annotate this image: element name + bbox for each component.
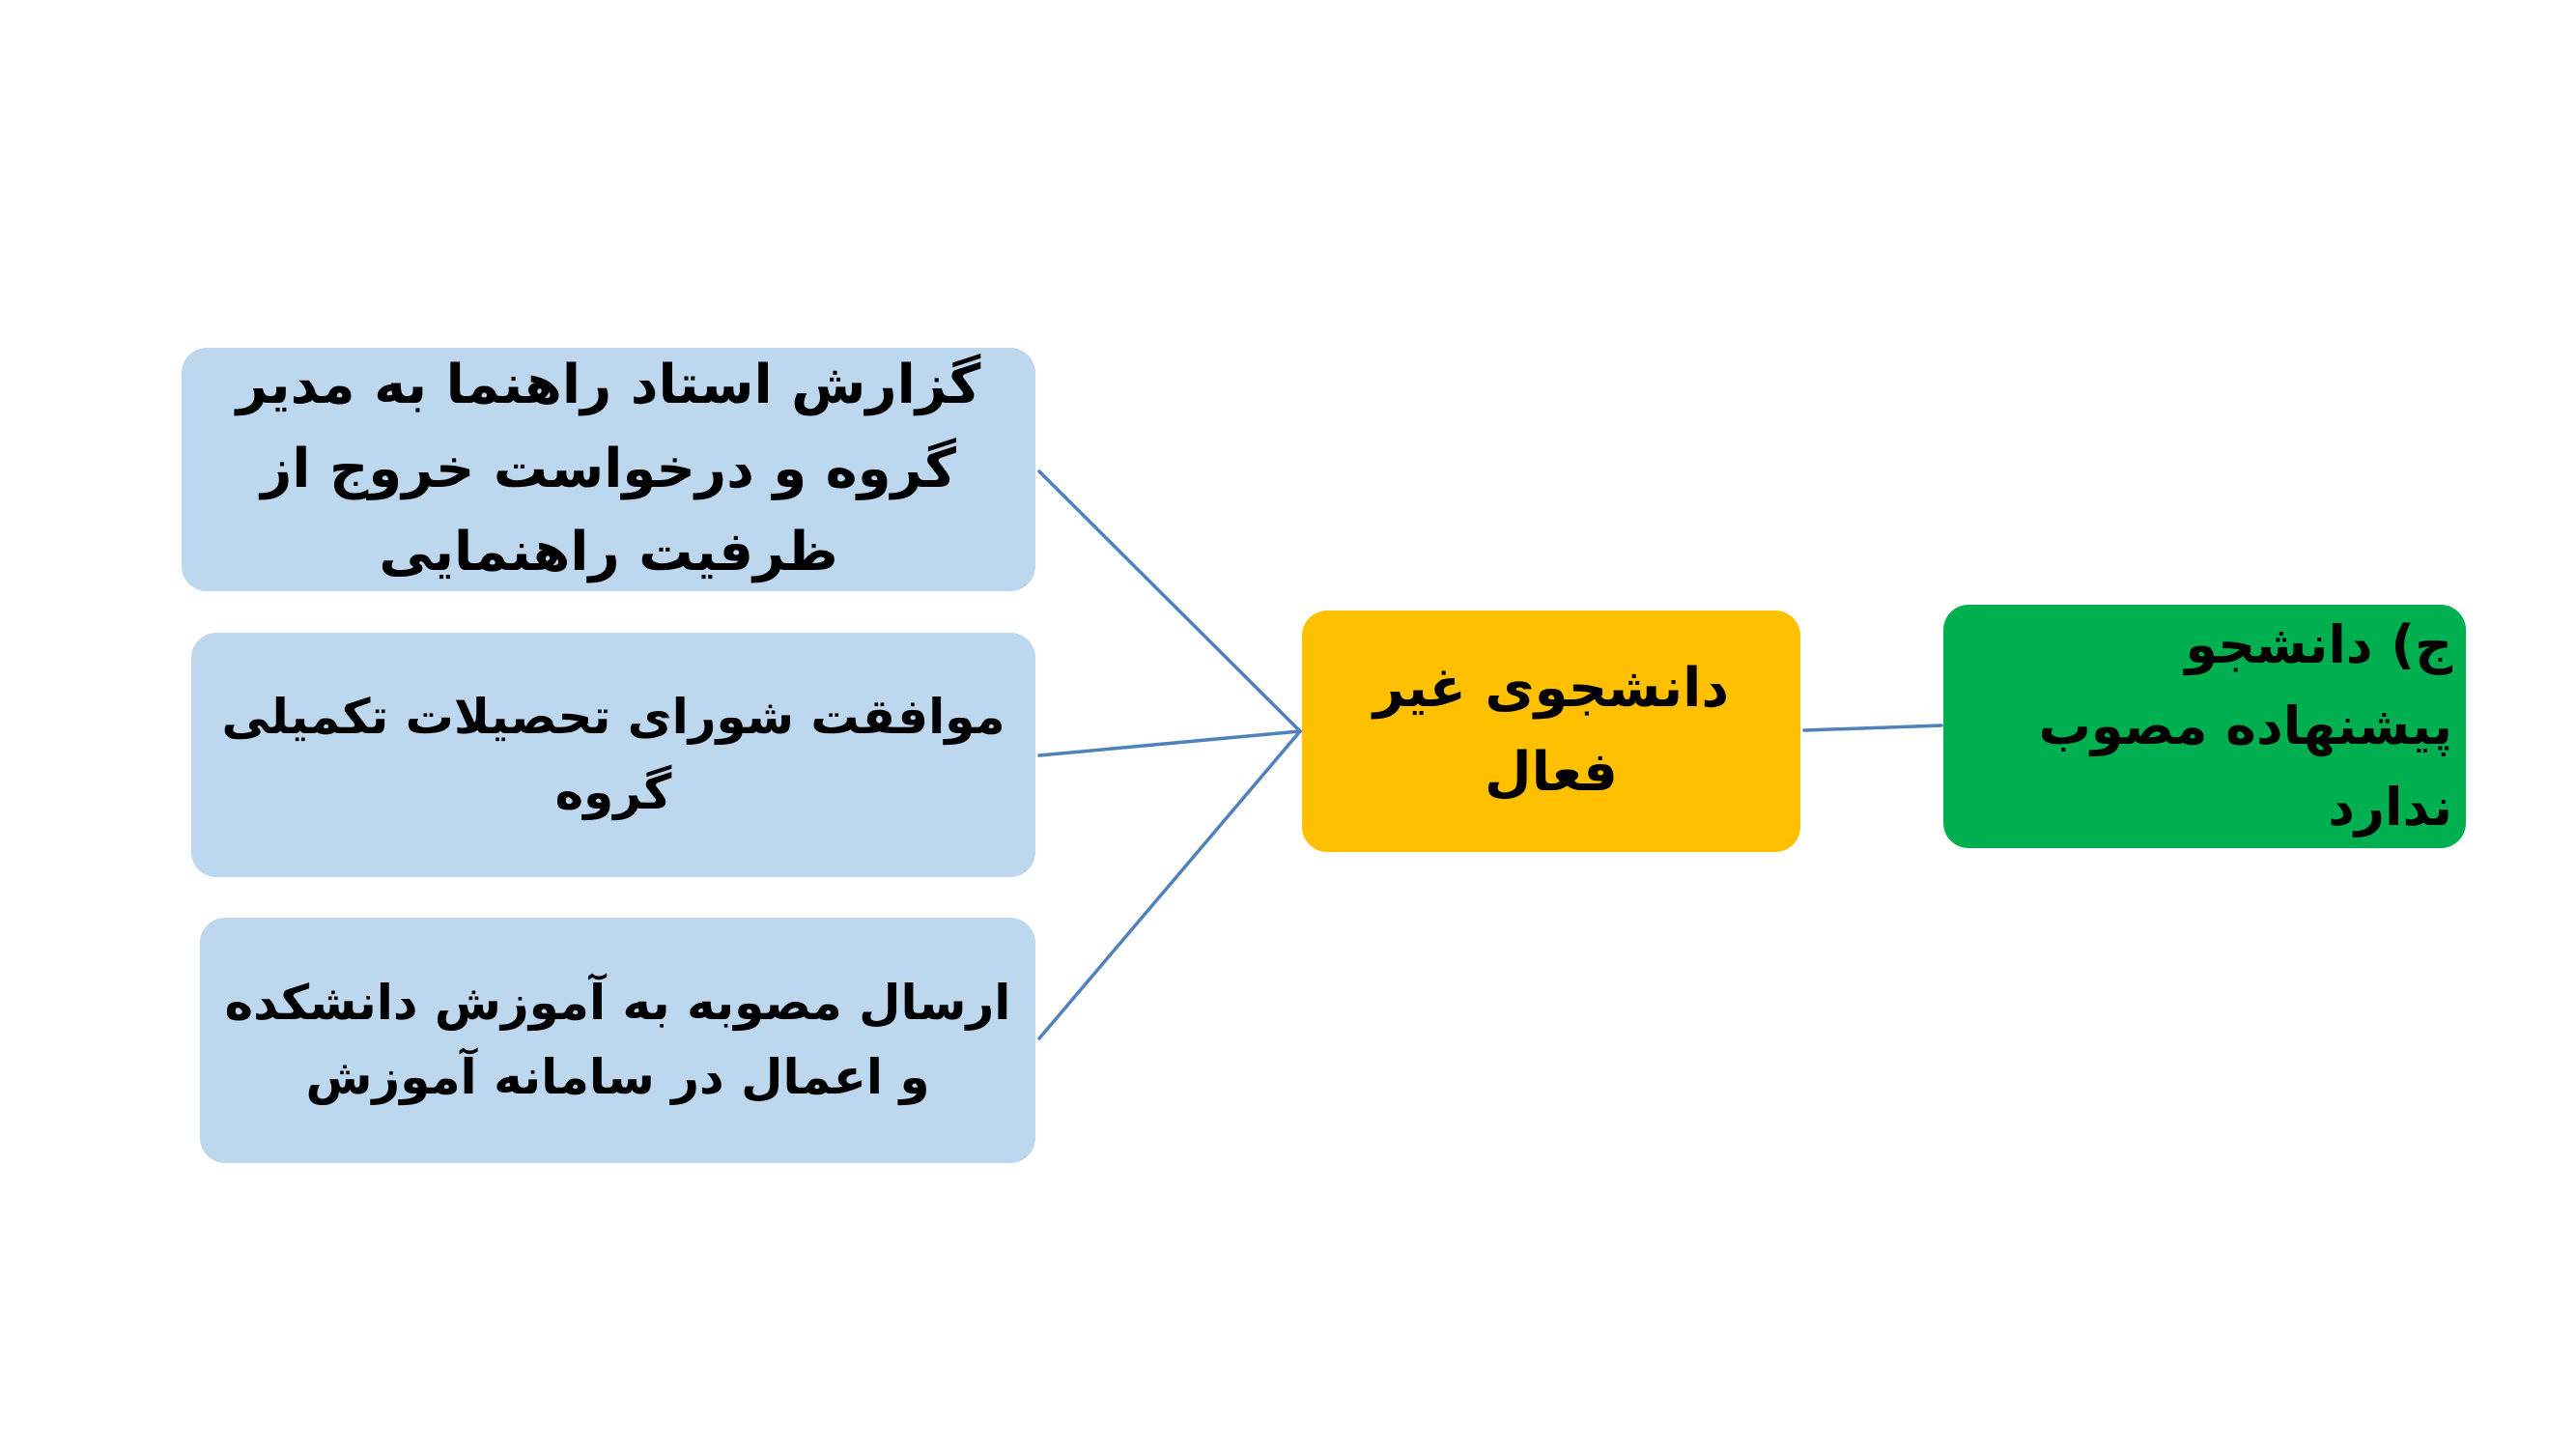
connector-center-to-step-2	[1037, 729, 1302, 757]
step-3-label: ارسال مصوبه به آموزش دانشکده و اعمال در …	[224, 974, 1011, 1106]
connector-center-to-step-3	[1037, 729, 1302, 1040]
center-box-inactive-student: دانشجوی غیر فعال	[1302, 611, 1800, 852]
center-label: دانشجوی غیر فعال	[1373, 657, 1730, 804]
connector-root-to-center	[1802, 724, 1943, 732]
step-1-label: گزارش استاد راهنما به مدیر گروه و درخواس…	[236, 353, 981, 584]
connector-center-to-step-1	[1037, 469, 1302, 733]
step-2-label: موافقت شورای تحصیلات تکمیلی گروه	[221, 689, 1005, 820]
step-box-report-to-group-head: گزارش استاد راهنما به مدیر گروه و درخواس…	[182, 348, 1035, 591]
root-box-no-approved-proposal: ج) دانشجو پیشنهاده مصوب ندارد	[1943, 605, 2466, 848]
step-box-send-to-education-office: ارسال مصوبه به آموزش دانشکده و اعمال در …	[200, 918, 1035, 1163]
root-label: ج) دانشجو پیشنهاده مصوب ندارد	[2038, 614, 2452, 838]
step-box-council-approval: موافقت شورای تحصیلات تکمیلی گروه	[191, 633, 1035, 877]
